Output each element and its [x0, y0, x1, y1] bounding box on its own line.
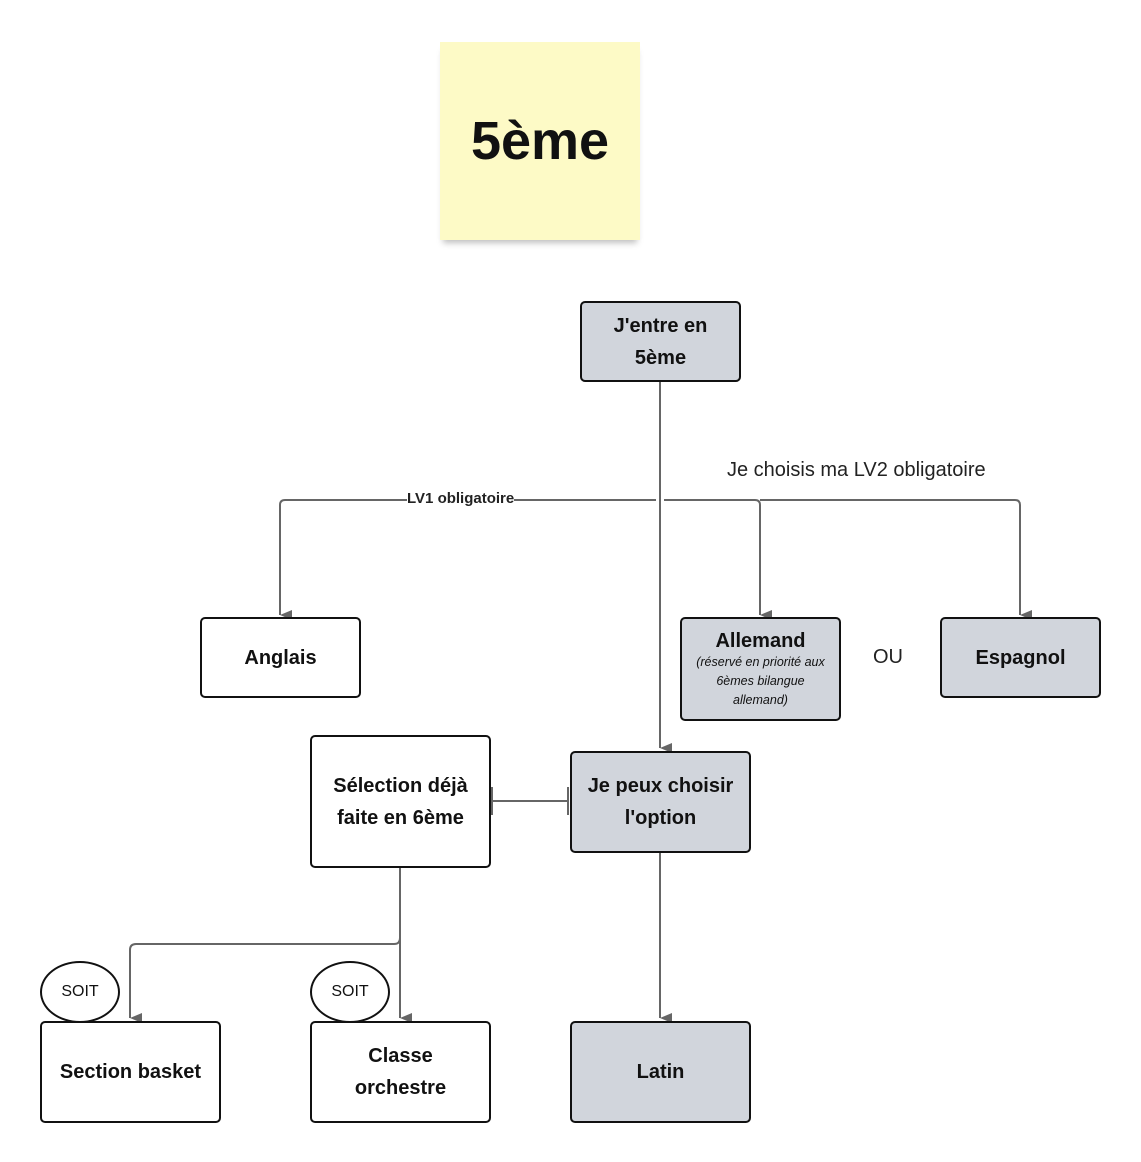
- node-latin-label: Latin: [636, 1061, 685, 1083]
- node-selection-line1: Sélection déjà: [333, 774, 468, 797]
- node-allemand-note-3: allemand): [733, 692, 788, 707]
- node-start-line2: 5ème: [634, 346, 687, 369]
- node-allemand[interactable]: Allemand (réservé en priorité aux 6èmes …: [680, 617, 841, 721]
- node-orchestre[interactable]: Classe orchestre: [310, 1021, 491, 1123]
- label-lv2: Je choisis ma LV2 obligatoire: [727, 459, 986, 481]
- node-espagnol[interactable]: Espagnol: [940, 617, 1101, 698]
- connector-to-anglais: [279, 499, 656, 620]
- node-orchestre-line2: orchestre: [354, 1077, 447, 1099]
- sticky-title: 5ème: [470, 111, 610, 171]
- node-anglais[interactable]: Anglais: [200, 617, 361, 698]
- connector-to-basket: [129, 937, 401, 1023]
- node-allemand-title: Allemand: [715, 629, 806, 652]
- node-option-line1: Je peux choisir: [587, 775, 734, 797]
- connector-to-allemand: [664, 499, 772, 620]
- soit-badge-basket: SOIT: [40, 961, 120, 1023]
- soit-badge-orchestre: SOIT: [310, 961, 390, 1023]
- connector-to-espagnol: [760, 499, 1032, 620]
- node-selection[interactable]: Sélection déjà faite en 6ème: [310, 735, 491, 868]
- sticky-note-title: 5ème: [440, 42, 640, 240]
- node-espagnol-label: Espagnol: [975, 646, 1066, 669]
- node-basket-label: Section basket: [59, 1061, 202, 1083]
- node-option-line2: l'option: [624, 807, 697, 829]
- node-selection-line2: faite en 6ème: [337, 806, 464, 829]
- node-start-line1: J'entre en: [613, 314, 708, 337]
- node-basket[interactable]: Section basket: [40, 1021, 221, 1123]
- node-allemand-note-1: (réservé en priorité aux: [696, 654, 825, 669]
- node-anglais-label: Anglais: [244, 646, 317, 669]
- node-allemand-note-2: 6èmes bilangue: [716, 673, 805, 688]
- label-ou: OU: [873, 646, 903, 668]
- node-start[interactable]: J'entre en 5ème: [580, 301, 741, 382]
- soit-label: SOIT: [331, 983, 369, 1000]
- node-latin[interactable]: Latin: [570, 1021, 751, 1123]
- label-lv1: LV1 obligatoire: [407, 490, 515, 507]
- connector-option-to-selection: [491, 787, 569, 815]
- node-option[interactable]: Je peux choisir l'option: [570, 751, 751, 853]
- soit-label: SOIT: [61, 983, 99, 1000]
- node-orchestre-line1: Classe: [368, 1045, 433, 1067]
